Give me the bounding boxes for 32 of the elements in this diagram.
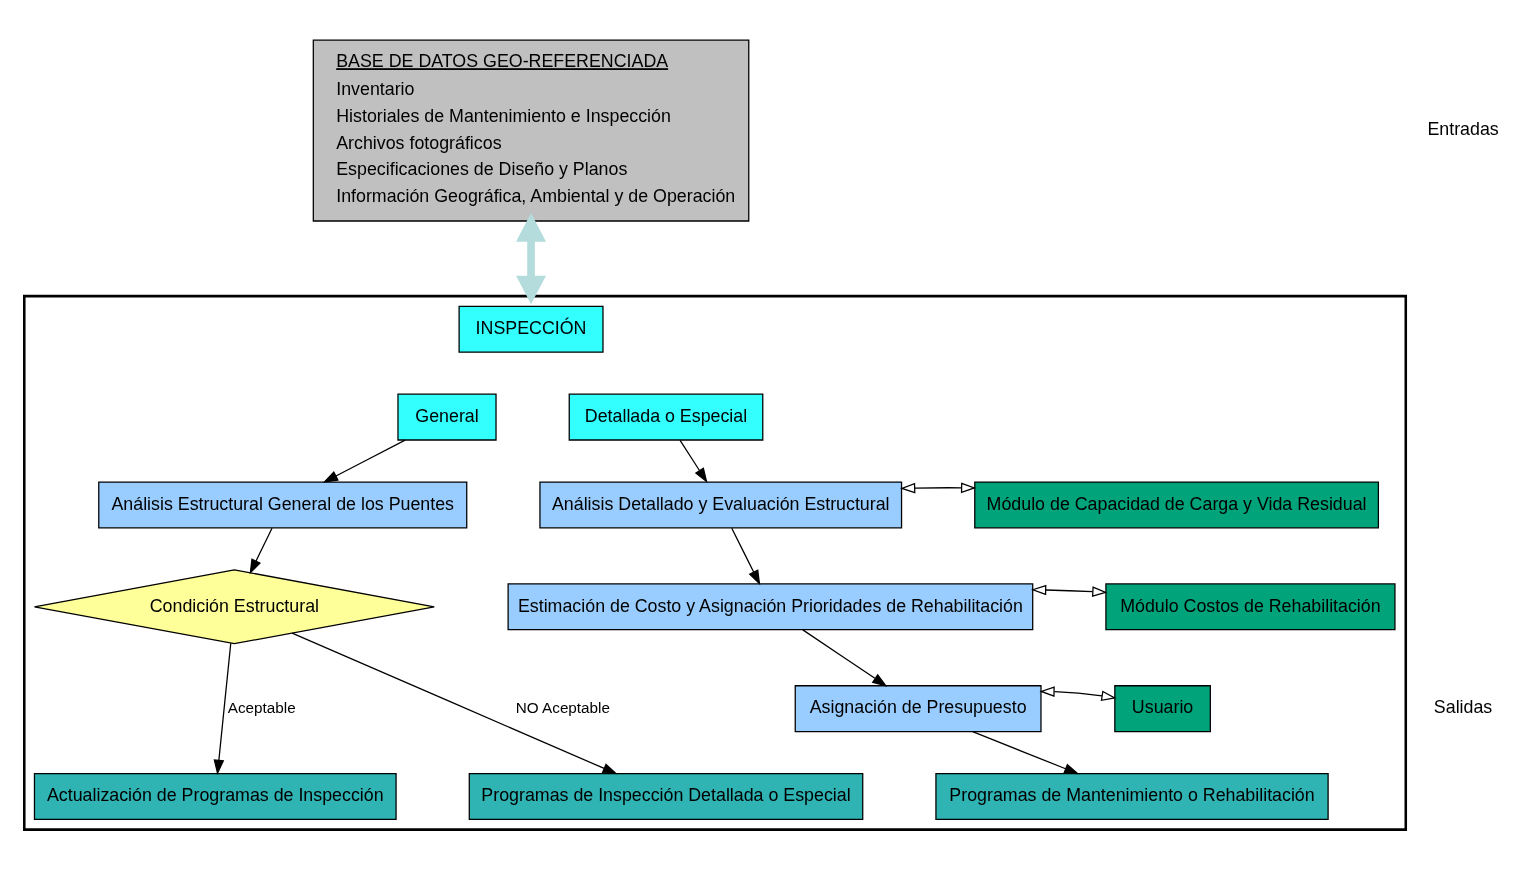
arrow — [515, 212, 546, 304]
node-box: Módulo de Capacidad de Carga y Vida Residual — [973, 480, 1379, 528]
edge-label: NO Aceptable — [515, 698, 610, 716]
node-diamond: Condición Estructural — [33, 568, 435, 644]
node-box: Estimación de Costo y Asignación Prioridades de Rehabilitación — [507, 582, 1033, 630]
node-box: Programas de Inspección Detallada o Especial — [468, 772, 863, 820]
node-box: Análisis Detallado y Evaluación Estructural — [538, 480, 902, 528]
node-box: Módulo Costos de Rehabilitación — [1104, 582, 1396, 630]
arrow — [801, 628, 887, 687]
label: Entradas — [1426, 118, 1499, 139]
edge-label: Aceptable — [227, 698, 296, 716]
arrow — [971, 730, 1079, 774]
arrow — [1030, 584, 1107, 597]
node-box: INSPECCIÓN — [457, 305, 604, 353]
arrow — [899, 481, 976, 493]
node-box: Actualización de Programas de Inspección — [33, 772, 397, 820]
arrow — [249, 527, 273, 574]
arrow — [730, 527, 760, 585]
node-box: BASE DE DATOS GEO-REFERENCIADA Inventario Historiales de Mantenimiento e Inspección Archivos fotográficos Especificaciones de Diseño y Planos Información Geográfica, Ambiental y de Operación — [312, 39, 749, 222]
node-box: General — [396, 393, 497, 441]
node-box: Programas de Mantenimiento o Rehabilitación — [934, 772, 1329, 820]
node-box: Usuario — [1113, 684, 1211, 732]
node-box: Asignación de Presupuesto — [794, 684, 1042, 732]
arrow — [322, 438, 406, 483]
arrow — [678, 439, 708, 483]
arrow — [291, 632, 618, 774]
node-box: Análisis Estructural General de los Puentes — [97, 480, 467, 528]
node-box: Detallada o Especial — [568, 393, 763, 441]
label: Salidas — [1433, 696, 1492, 717]
arrow — [213, 642, 231, 775]
arrow — [1038, 685, 1117, 701]
cluster — [22, 294, 1407, 831]
